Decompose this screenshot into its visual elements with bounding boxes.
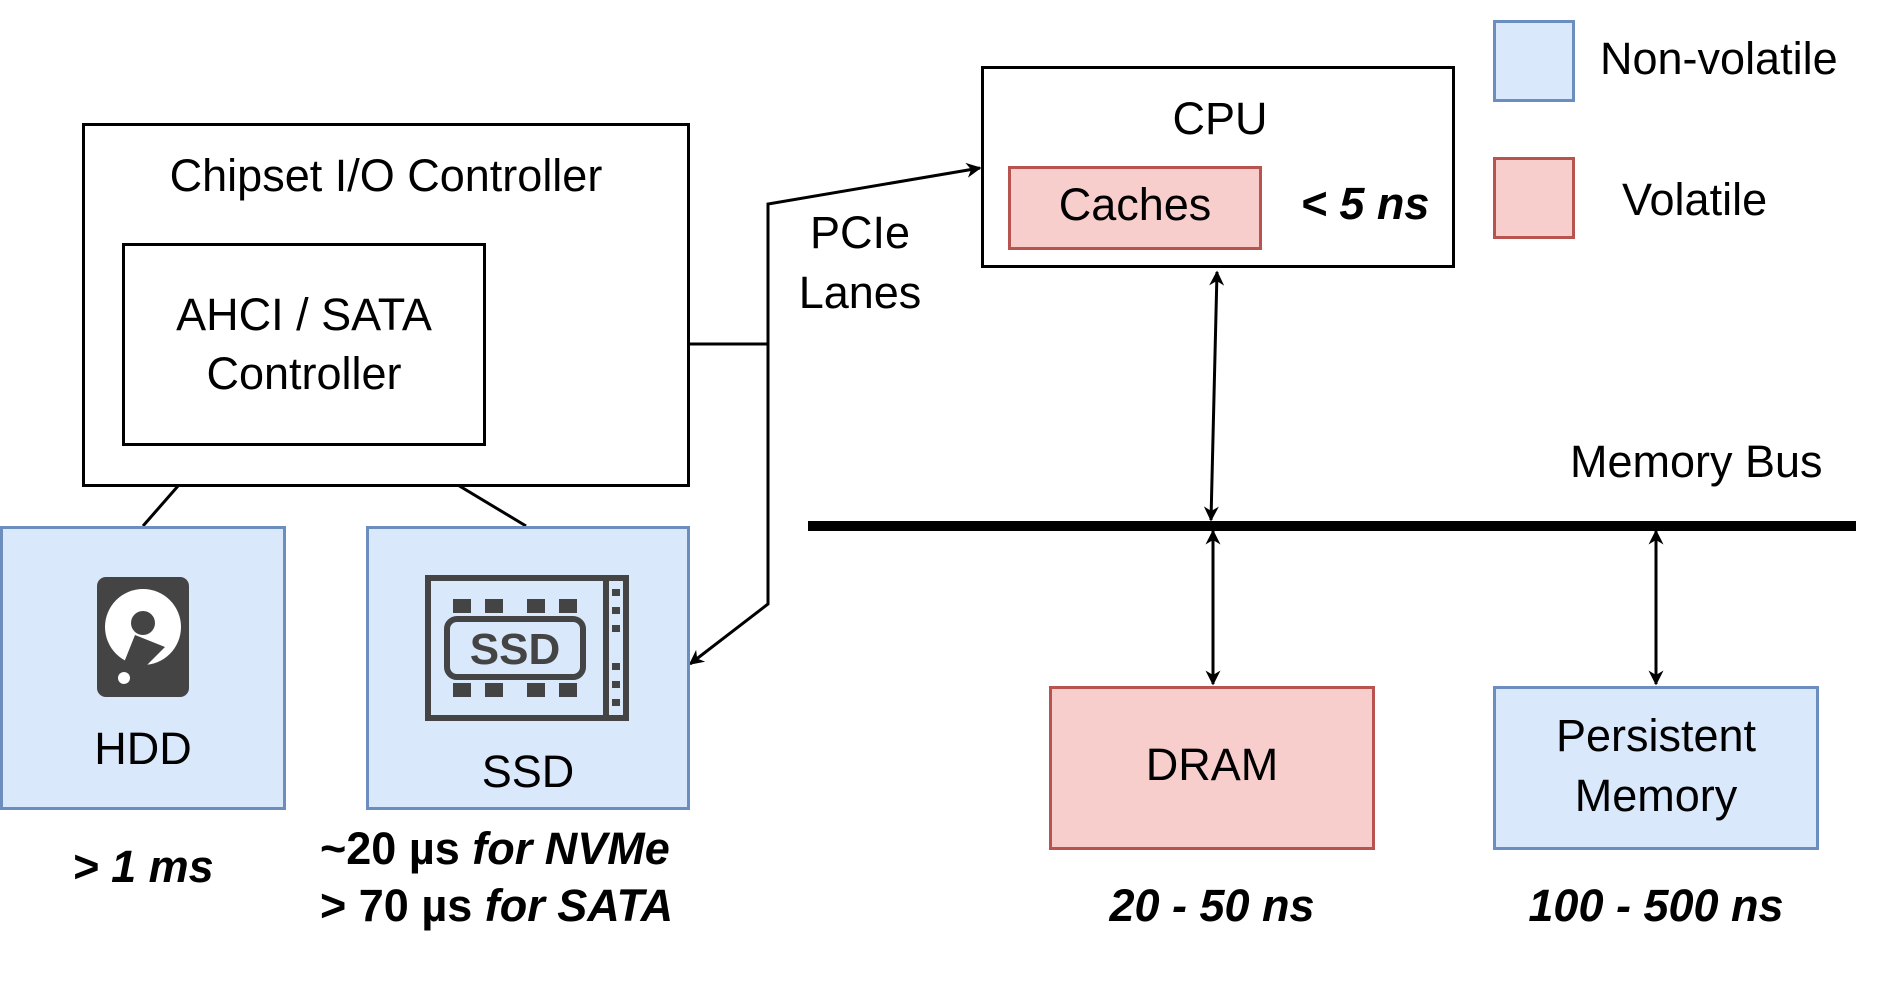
ahci-sata-label-line2: Controller [206,348,402,399]
ssd-latency-nvme-suffix: for NVMe [459,823,670,874]
ssd-box [366,526,690,810]
ssd-latency-sata-suffix: for SATA [472,880,674,931]
legend-non-volatile-swatch [1493,20,1575,102]
ssd-icon-text: SSD [470,625,560,674]
dram-box [1049,686,1375,850]
hdd-label: HDD [94,723,192,774]
hdd-latency: > 1 ms [72,841,214,892]
legend-volatile-label: Volatile [1622,174,1768,225]
ssd-latency-sata-value: > 70 µs [320,880,473,931]
caches-box [1008,166,1262,250]
pcie-to-cpu-arrow [766,162,982,344]
ssd-latency-nvme-value: ~20 µs [320,823,460,874]
hdd-box [0,526,286,810]
cpu-bus-arrow [1203,270,1225,522]
memory-bus-label: Memory Bus [1570,436,1823,487]
pcie-label-line1: PCIe [809,207,911,258]
persistent-memory-label-line1: Persistent [1555,710,1757,761]
legend-volatile-swatch [1493,157,1575,239]
dram-latency: 20 - 50 ns [1109,880,1315,931]
cpu-title: CPU [1172,93,1268,144]
ahci-sata-controller [122,243,486,446]
chipset-title: Chipset I/O Controller [169,150,603,201]
persistent-memory-label-line2: Memory [1574,770,1738,821]
ahci-sata-label-line1: AHCI / SATA [176,289,432,340]
caches-label: Caches [1058,179,1212,230]
persistent-memory-latency: 100 - 500 ns [1528,880,1784,931]
dram-label: DRAM [1145,739,1279,790]
ssd-label: SSD [481,746,575,797]
ssd-chip-icon: SSD [425,575,629,721]
pcie-to-ssd-arrow [688,344,770,666]
pcie-label-line2: Lanes [798,267,922,318]
ssd-latency-nvme: ~20 µs for NVMe [320,820,720,877]
ssd-latency-sata: > 70 µs for SATA [320,877,720,934]
hard-disk-icon [97,577,189,697]
cache-latency: < 5 ns [1300,178,1430,229]
legend-non-volatile-label: Non-volatile [1600,33,1838,84]
persistent-memory-box [1493,686,1819,850]
